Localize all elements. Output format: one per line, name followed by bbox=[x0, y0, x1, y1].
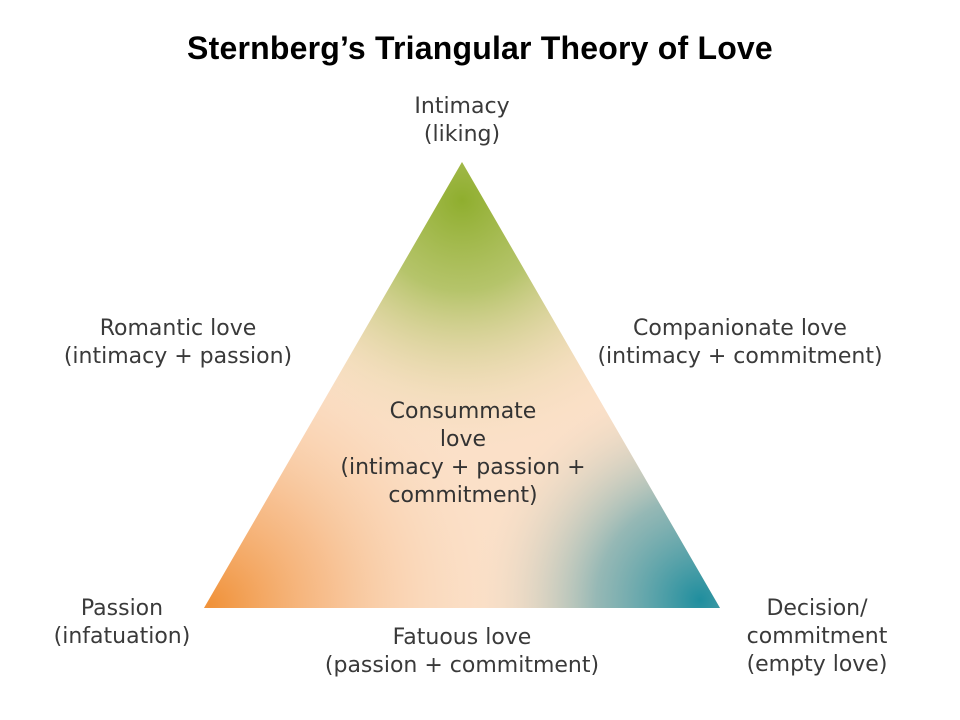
vertex-commitment-line1: Decision/ bbox=[766, 596, 868, 621]
side-fatuous-line2: (passion + commitment) bbox=[324, 653, 600, 678]
vertex-label-commitment: Decision/ commitment (empty love) bbox=[722, 595, 912, 679]
side-label-fatuous-love: Fatuous love (passion + commitment) bbox=[312, 624, 612, 680]
vertex-intimacy-line2: (liking) bbox=[423, 122, 501, 147]
vertex-label-passion: Passion (infatuation) bbox=[32, 595, 212, 651]
side-companionate-line1: Companionate love bbox=[633, 316, 847, 341]
slide-title: Sternberg’s Triangular Theory of Love bbox=[187, 30, 773, 66]
side-romantic-line2: (intimacy + passion) bbox=[63, 344, 293, 369]
center-line4: commitment) bbox=[388, 483, 538, 508]
vertex-commitment-line3: (empty love) bbox=[746, 652, 888, 677]
side-companionate-line2: (intimacy + commitment) bbox=[597, 344, 883, 369]
vertex-intimacy-line1: Intimacy bbox=[414, 94, 510, 119]
vertex-commitment-line2: commitment bbox=[746, 624, 888, 649]
side-label-romantic-love: Romantic love (intimacy + passion) bbox=[38, 315, 318, 371]
center-label-consummate-love: Consummate love (intimacy + passion + co… bbox=[318, 398, 608, 510]
center-line2: love bbox=[439, 427, 487, 452]
vertex-label-intimacy: Intimacy (liking) bbox=[362, 93, 562, 149]
vertex-passion-line1: Passion bbox=[80, 596, 164, 621]
center-line1: Consummate bbox=[389, 399, 537, 424]
side-fatuous-line1: Fatuous love bbox=[392, 625, 532, 650]
side-romantic-line1: Romantic love bbox=[99, 316, 257, 341]
side-label-companionate-love: Companionate love (intimacy + commitment… bbox=[585, 315, 895, 371]
center-line3: (intimacy + passion + bbox=[340, 455, 586, 480]
vertex-passion-line2: (infatuation) bbox=[53, 624, 191, 649]
triangle-fill bbox=[204, 162, 720, 608]
